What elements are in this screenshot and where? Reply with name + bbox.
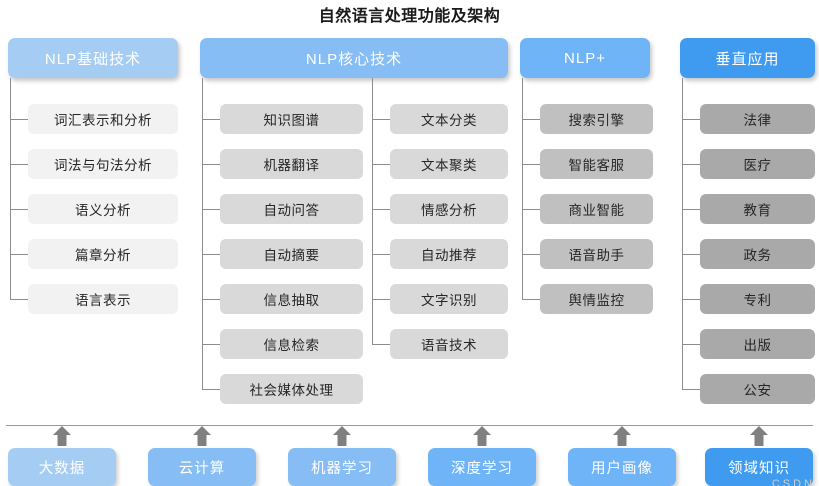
connector-stub (682, 209, 700, 210)
connector-stub (202, 389, 220, 390)
header-vertical-apps[interactable]: 垂直应用 (680, 38, 815, 78)
item-box[interactable]: 文本分类 (390, 104, 508, 134)
section-divider (6, 425, 813, 426)
connector-stub (682, 299, 700, 300)
up-arrow-icon (51, 425, 73, 447)
item-box[interactable]: 机器翻译 (220, 149, 363, 179)
connector-stub (202, 344, 220, 345)
item-box[interactable]: 自动问答 (220, 194, 363, 224)
item-box[interactable]: 商业智能 (540, 194, 653, 224)
connector-stub (10, 119, 28, 120)
item-box[interactable]: 智能客服 (540, 149, 653, 179)
connector-stub (682, 164, 700, 165)
item-box[interactable]: 文本聚类 (390, 149, 508, 179)
up-arrow-icon (611, 425, 633, 447)
item-box[interactable]: 政务 (700, 239, 815, 269)
item-box[interactable]: 搜索引擎 (540, 104, 653, 134)
foundation-box[interactable]: 深度学习 (428, 448, 536, 486)
connector-stub (522, 209, 540, 210)
item-box[interactable]: 篇章分析 (28, 239, 178, 269)
connector-spine-vertical-apps (682, 78, 683, 389)
connector-stub (202, 119, 220, 120)
item-box[interactable]: 语义分析 (28, 194, 178, 224)
connector-spine-nlp-basic (10, 78, 11, 299)
item-box[interactable]: 医疗 (700, 149, 815, 179)
item-box[interactable]: 舆情监控 (540, 284, 653, 314)
connector-stub (372, 164, 390, 165)
connector-stub (522, 254, 540, 255)
item-box[interactable]: 词汇表示和分析 (28, 104, 178, 134)
connector-stub (682, 389, 700, 390)
item-box[interactable]: 教育 (700, 194, 815, 224)
item-box[interactable]: 出版 (700, 329, 815, 359)
connector-stub (10, 299, 28, 300)
item-box[interactable]: 词法与句法分析 (28, 149, 178, 179)
connector-stub (372, 119, 390, 120)
item-box[interactable]: 自动摘要 (220, 239, 363, 269)
foundation-box[interactable]: 用户画像 (568, 448, 676, 486)
connector-stub (372, 344, 390, 345)
item-box[interactable]: 语言表示 (28, 284, 178, 314)
foundation-box[interactable]: 领域知识 (705, 448, 813, 486)
foundation-box[interactable]: 机器学习 (288, 448, 396, 486)
connector-stub (202, 164, 220, 165)
connector-stub (682, 119, 700, 120)
header-nlp-plus[interactable]: NLP+ (520, 38, 650, 78)
connector-stub (202, 299, 220, 300)
connector-stub (10, 164, 28, 165)
connector-stub (522, 299, 540, 300)
connector-spine-nlp-core-right (372, 78, 373, 344)
connector-stub (202, 209, 220, 210)
item-box[interactable]: 公安 (700, 374, 815, 404)
up-arrow-icon (471, 425, 493, 447)
item-box[interactable]: 语音助手 (540, 239, 653, 269)
foundation-box[interactable]: 大数据 (8, 448, 116, 486)
item-box[interactable]: 法律 (700, 104, 815, 134)
connector-stub (372, 209, 390, 210)
item-box[interactable]: 信息抽取 (220, 284, 363, 314)
connector-stub (682, 344, 700, 345)
header-nlp-core[interactable]: NLP核心技术 (200, 38, 508, 78)
connector-spine-nlp-plus (522, 78, 523, 299)
connector-stub (202, 254, 220, 255)
item-box[interactable]: 情感分析 (390, 194, 508, 224)
page-title: 自然语言处理功能及架构 (318, 8, 501, 25)
connector-stub (10, 209, 28, 210)
item-box[interactable]: 专利 (700, 284, 815, 314)
item-box[interactable]: 语音技术 (390, 329, 508, 359)
connector-stub (372, 254, 390, 255)
header-nlp-basic[interactable]: NLP基础技术 (8, 38, 178, 78)
item-box[interactable]: 社会媒体处理 (220, 374, 363, 404)
item-box[interactable]: 自动推荐 (390, 239, 508, 269)
item-box[interactable]: 文字识别 (390, 284, 508, 314)
connector-stub (522, 164, 540, 165)
connector-spine-nlp-core-left (202, 78, 203, 389)
up-arrow-icon (191, 425, 213, 447)
up-arrow-icon (748, 425, 770, 447)
watermark: CSDN (771, 478, 815, 486)
up-arrow-icon (331, 425, 353, 447)
connector-stub (372, 299, 390, 300)
foundation-box[interactable]: 云计算 (148, 448, 256, 486)
item-box[interactable]: 知识图谱 (220, 104, 363, 134)
connector-stub (522, 119, 540, 120)
connector-stub (10, 254, 28, 255)
connector-stub (682, 254, 700, 255)
item-box[interactable]: 信息检索 (220, 329, 363, 359)
